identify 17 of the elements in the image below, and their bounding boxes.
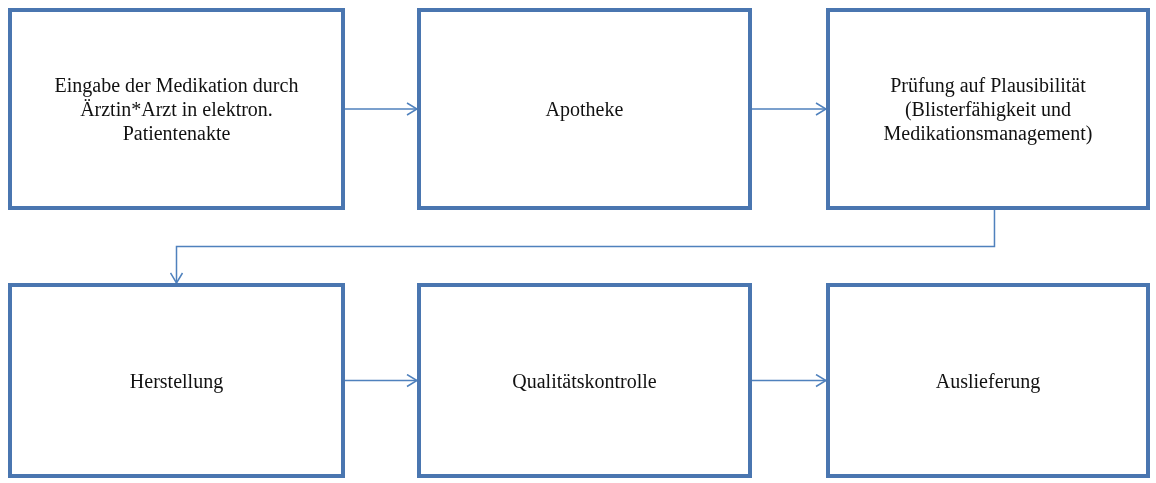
box-text: Qualitätskontrolle [512,368,657,393]
process-box [826,8,1150,210]
process-box [8,283,345,478]
box-text: Herstellung [129,368,224,393]
arrow [344,373,418,388]
arrow [751,102,827,116]
arrow [169,209,996,284]
box-text: Eingabe der Medikation durch Ärztin*Arzt in elektron. Patientenakte [53,73,300,145]
box-text: Auslieferung [935,368,1041,393]
box-text: Apotheke [545,97,624,121]
process-box [8,8,345,210]
arrow [344,102,418,116]
process-box [826,283,1150,478]
process-box [417,8,752,210]
box-text: Prüfung auf Plausibilität (Blisterfähigkeit und Medikationsmanagement) [882,73,1094,145]
process-box [417,283,752,478]
arrow [751,373,827,388]
